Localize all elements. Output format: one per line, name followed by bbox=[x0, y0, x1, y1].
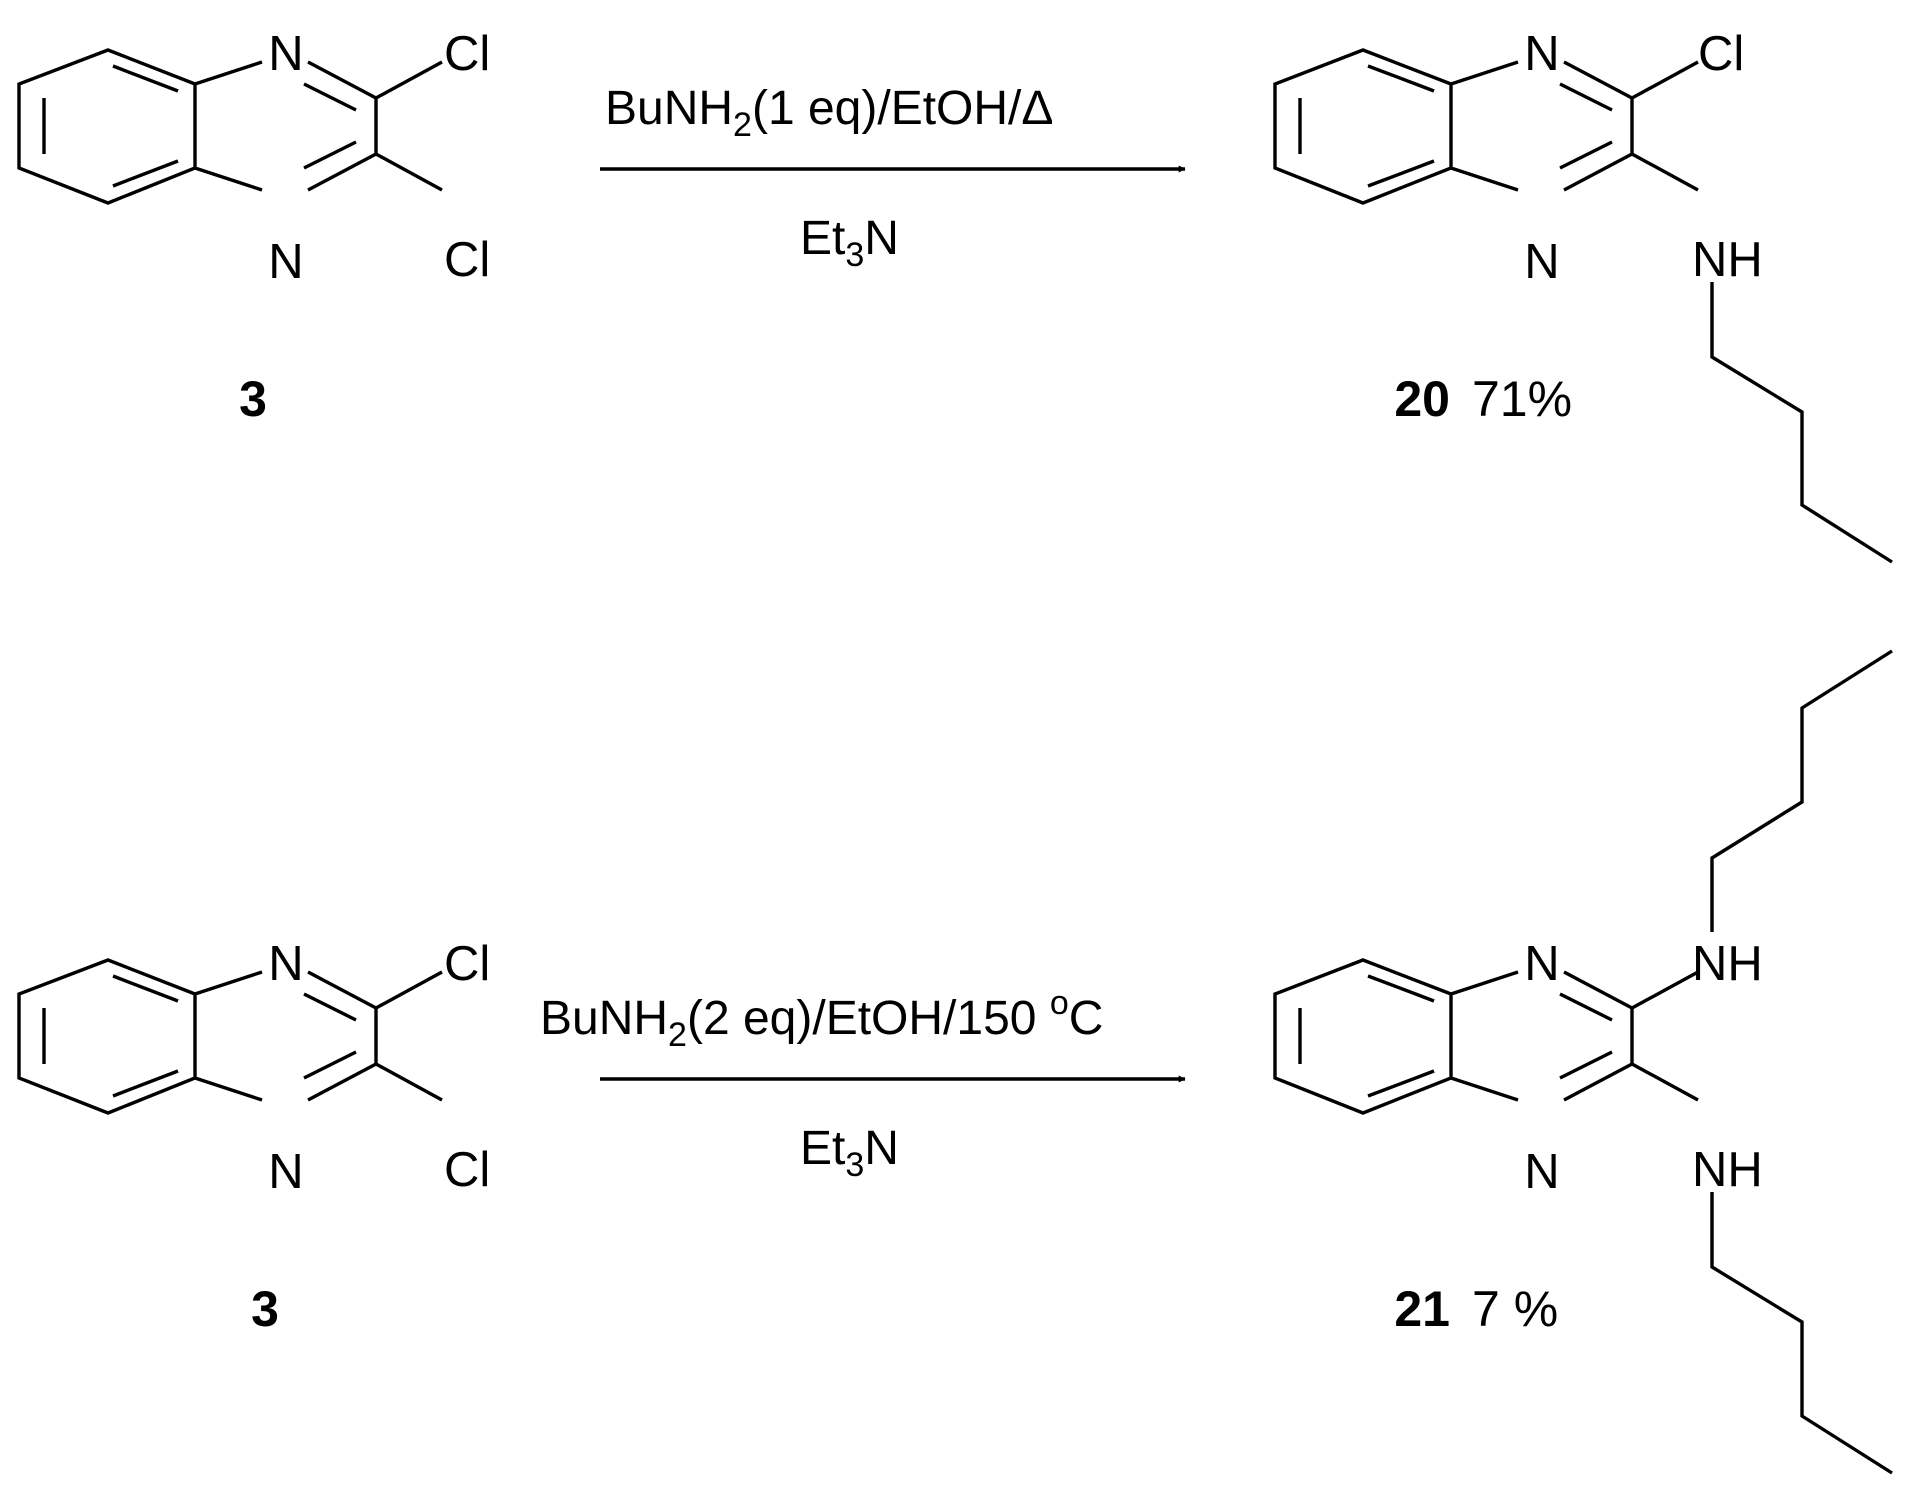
c-n-bond bbox=[1631, 152, 1699, 192]
ring-double-bond bbox=[307, 970, 377, 1010]
compound-id-label: 3 bbox=[239, 371, 267, 427]
c-cl-bond bbox=[375, 1062, 443, 1102]
ring-bond bbox=[1450, 60, 1519, 86]
atom-label-n: N bbox=[268, 27, 303, 81]
ring-double-bond bbox=[1563, 1062, 1633, 1102]
reaction-1-starting-material-quinoxaline-structure: N N Cl Cl bbox=[17, 27, 490, 289]
c-n-bond bbox=[1631, 1062, 1699, 1102]
benzene-inner-double-bond bbox=[1367, 974, 1435, 1003]
reaction-1-product-quinoxaline-structure: N N Cl NH bbox=[1273, 27, 1893, 564]
ring-bond bbox=[194, 1076, 263, 1102]
atom-label-n: N bbox=[268, 1145, 303, 1199]
benzene-inner-double-bond bbox=[112, 1069, 179, 1098]
ring-double-bond bbox=[1563, 60, 1633, 100]
benzene-inner-double-bond bbox=[1367, 64, 1435, 93]
c-cl-bond bbox=[375, 152, 443, 192]
ring-bond bbox=[194, 166, 263, 192]
ring-double-bond-inner bbox=[303, 1050, 357, 1080]
ring-double-bond-inner bbox=[303, 992, 357, 1022]
atom-label-n: N bbox=[1524, 27, 1559, 81]
atom-label-cl: Cl bbox=[1698, 27, 1744, 81]
ring-double-bond-inner bbox=[1559, 82, 1613, 112]
ring-bond bbox=[1450, 166, 1519, 192]
reaction-2: N N Cl Cl 3 BuNH2(2 eq)/EtOH/150 oC Et3N bbox=[17, 649, 1893, 1475]
ring-double-bond-inner bbox=[303, 82, 357, 112]
compound-id-label: 21 bbox=[1394, 1281, 1450, 1337]
ring-bond bbox=[1450, 970, 1519, 996]
atom-label-n: N bbox=[1524, 235, 1559, 289]
c-n-bond bbox=[1631, 970, 1699, 1010]
c-cl-bond bbox=[375, 60, 443, 100]
product-label: 21 7 % bbox=[1394, 1281, 1558, 1337]
atom-label-cl: Cl bbox=[444, 27, 490, 81]
ring-bond bbox=[1450, 1076, 1519, 1102]
atom-label-cl: Cl bbox=[444, 233, 490, 287]
ring-bond bbox=[194, 970, 263, 996]
reaction-2-product-quinoxaline-structure: N N NH NH bbox=[1273, 649, 1893, 1475]
butyl-chain-bonds bbox=[1710, 649, 1893, 932]
reaction-1: N N Cl Cl 3 BuNH2(1 eq)/EtOH/Δ Et3N N bbox=[17, 27, 1893, 564]
ring-double-bond bbox=[307, 1062, 377, 1102]
ring-double-bond-inner bbox=[303, 140, 357, 170]
product-label: 20 71% bbox=[1394, 371, 1572, 427]
atom-label-nh: NH bbox=[1692, 937, 1763, 991]
atom-label-n: N bbox=[1524, 937, 1559, 991]
ring-double-bond bbox=[1563, 152, 1633, 192]
atom-label-nh: NH bbox=[1692, 1143, 1763, 1197]
reaction-2-starting-material-quinoxaline-structure: N N Cl Cl bbox=[17, 937, 490, 1199]
reagent-conditions: BuNH2(1 eq)/EtOH/Δ bbox=[605, 82, 1053, 144]
atom-label-cl: Cl bbox=[444, 1143, 490, 1197]
atom-label-cl: Cl bbox=[444, 937, 490, 991]
c-cl-bond bbox=[1631, 60, 1699, 100]
yield-label: 71% bbox=[1472, 371, 1572, 427]
ring-double-bond bbox=[307, 152, 377, 192]
ring-bond bbox=[194, 60, 263, 86]
atom-label-n: N bbox=[268, 235, 303, 289]
ring-double-bond-inner bbox=[1559, 1050, 1613, 1080]
benzene-inner-double-bond bbox=[1367, 1069, 1435, 1098]
benzene-inner-double-bond bbox=[112, 64, 179, 93]
atom-label-n: N bbox=[1524, 1145, 1559, 1199]
butyl-chain-bonds bbox=[1710, 1192, 1893, 1475]
ring-double-bond bbox=[307, 60, 377, 100]
c-cl-bond bbox=[375, 970, 443, 1010]
benzene-inner-double-bond bbox=[112, 974, 179, 1003]
base-reagent: Et3N bbox=[800, 1122, 899, 1184]
yield-label: 7 % bbox=[1472, 1281, 1558, 1337]
base-reagent: Et3N bbox=[800, 212, 899, 274]
butyl-chain-bonds bbox=[1710, 282, 1893, 564]
benzene-inner-double-bond bbox=[112, 159, 179, 188]
benzene-inner-double-bond bbox=[1367, 159, 1435, 188]
ring-double-bond bbox=[1563, 970, 1633, 1010]
ring-double-bond-inner bbox=[1559, 140, 1613, 170]
atom-label-n: N bbox=[268, 937, 303, 991]
compound-id-label: 20 bbox=[1394, 371, 1450, 427]
atom-label-nh: NH bbox=[1692, 233, 1763, 287]
reagent-conditions: BuNH2(2 eq)/EtOH/150 oC bbox=[540, 984, 1103, 1054]
ring-double-bond-inner bbox=[1559, 992, 1613, 1022]
compound-id-label: 3 bbox=[251, 1281, 279, 1337]
